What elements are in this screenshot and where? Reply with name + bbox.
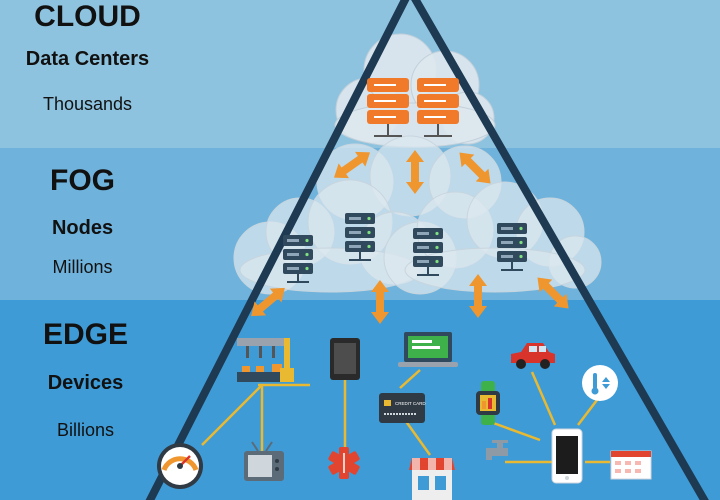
tv-icon [244,441,284,481]
fog-tier-title: FOG [50,164,115,197]
connector-line [577,399,598,426]
smartphone-icon [551,428,583,484]
tablet-icon [330,338,360,380]
thermostat-icon [582,365,618,401]
laptop-icon [398,332,458,367]
pyramid-outline [145,0,709,500]
connector-line [201,384,263,446]
cloud-tier-count: Thousands [42,94,133,114]
factory-robot-arm-icon [237,338,294,382]
car-icon [511,343,555,369]
cloud-tier-title: CLOUD [34,0,141,33]
edge-tier-count: Billions [56,420,115,440]
device-connector-lines [201,369,610,464]
connector-line [403,419,432,456]
medical-icon [328,447,360,479]
credit-card-label: CREDIT CARD [395,401,426,406]
water-tap-icon [486,440,508,475]
store-icon [409,458,455,500]
edge-devices: CREDIT CARD [157,332,652,500]
cloud-tier-subtitle: Data Centers [25,48,150,70]
smartwatch-icon [476,381,500,425]
edge-tier-title: EDGE [42,318,129,351]
edge-tier-subtitle: Devices [47,372,124,394]
connector-line [399,369,421,389]
credit-card-icon: CREDIT CARD [379,393,426,423]
speedometer-icon [157,443,203,489]
fog-tier-count: Millions [52,257,113,277]
fog-tier-subtitle: Nodes [51,217,114,239]
connector-line [530,371,557,426]
calendar-icon [610,450,652,480]
